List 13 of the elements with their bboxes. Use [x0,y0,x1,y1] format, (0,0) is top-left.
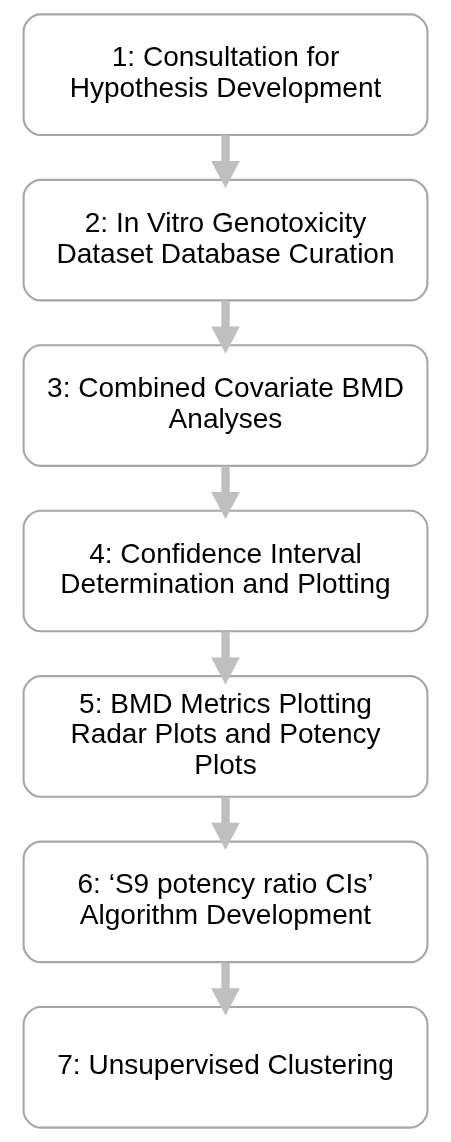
node-box: 2: In Vitro Genotoxicity Dataset Database Curation [22,178,429,302]
arrow [211,300,240,354]
node-box: 1: Consultation for Hypothesis Development [22,13,429,136]
arrow [211,631,240,685]
arrow [211,466,240,520]
arrow [211,797,240,851]
arrow [211,962,240,1016]
node-box: 6: ‘S9 potency ratio CIs’ Algorithm Development [22,840,429,964]
node-box: 4: Confidence Interval Determination and Plotting [22,509,429,633]
node-box: 5: BMD Metrics Plotting Radar Plots and Potency Plots [22,675,429,798]
node-box: 3: Combined Covariate BMD Analyses [22,344,429,467]
arrow [211,135,240,189]
node-box: 7: Unsupervised Clustering [22,1006,429,1129]
